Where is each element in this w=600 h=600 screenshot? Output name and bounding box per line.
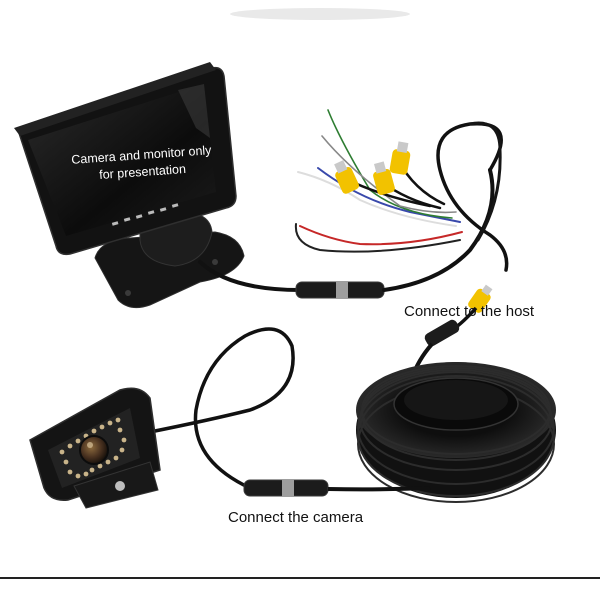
cable-reel	[356, 362, 556, 503]
camera-leds	[59, 417, 127, 479]
wire-green	[327, 109, 453, 219]
cables	[198, 109, 509, 299]
stand-screw	[125, 290, 131, 296]
connector-ring	[336, 281, 348, 299]
bracket-hole	[115, 481, 125, 491]
rca-plugs	[334, 141, 493, 313]
wire-red	[299, 225, 463, 246]
host-connector	[424, 319, 460, 347]
wire-gray	[321, 135, 457, 214]
monitor-cable	[198, 260, 302, 292]
wire-black	[294, 223, 461, 253]
lens-highlight	[87, 442, 93, 448]
monitor-sunshade	[14, 62, 216, 136]
top-shadow	[230, 8, 410, 20]
camera	[29, 387, 161, 509]
screen-reflection	[178, 84, 210, 138]
harness-loop	[468, 121, 502, 242]
label-connect-camera: Connect the camera	[228, 509, 364, 526]
monitor-buttons	[111, 203, 179, 226]
monitor-screen	[28, 84, 216, 236]
camera-connector-ring	[282, 479, 294, 497]
wire-white	[297, 171, 457, 227]
harness-cable	[382, 168, 495, 292]
label-connect-host: Connect to the host	[404, 303, 535, 320]
reel-to-camera-cable	[327, 486, 431, 492]
monitor	[14, 62, 245, 309]
camera-lens	[79, 435, 109, 465]
stand-screw	[212, 259, 218, 265]
bottom-rule	[0, 577, 600, 579]
camera-cable-loop	[149, 327, 295, 490]
